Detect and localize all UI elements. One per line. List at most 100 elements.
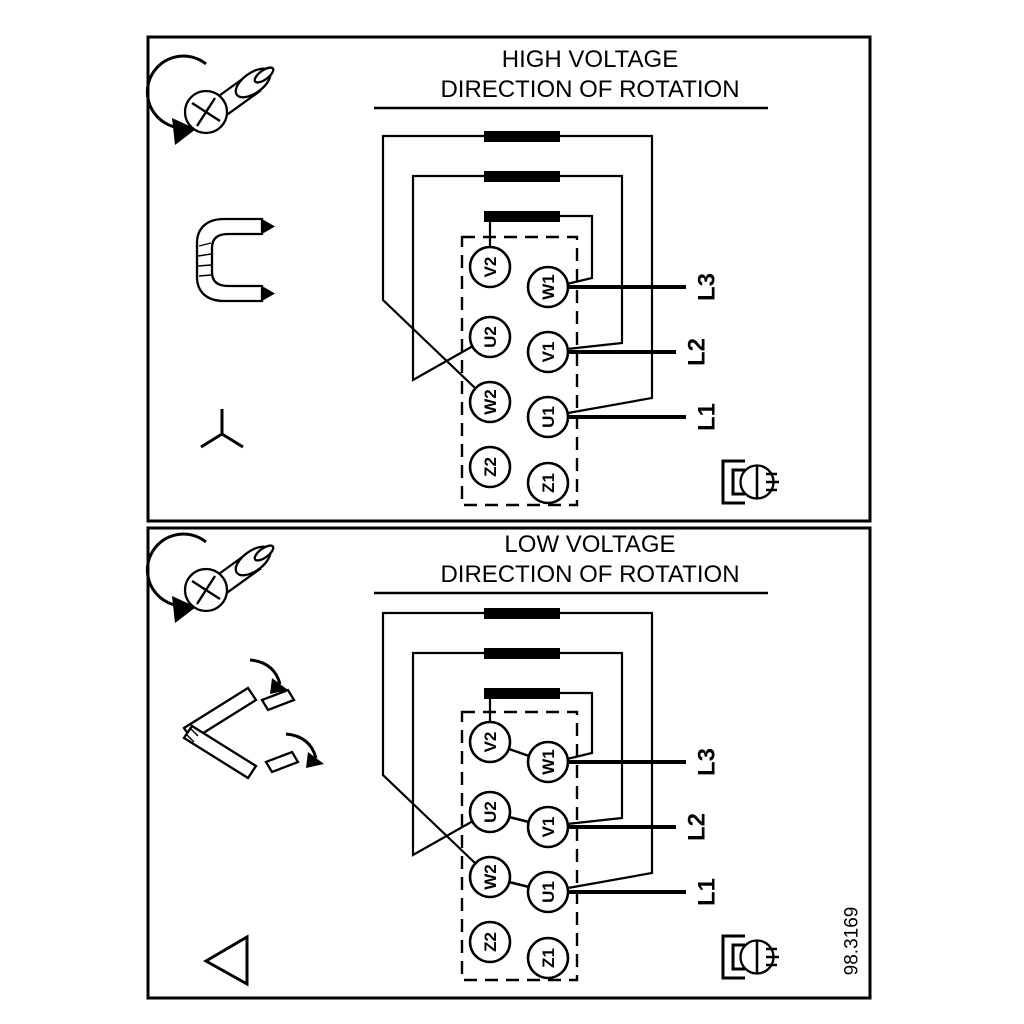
link-tip [262, 286, 275, 301]
terminal-z2-low: Z2 [468, 920, 512, 964]
terminal-u1-low: U1 [526, 870, 570, 914]
move-arrow [285, 732, 318, 759]
terminal-box [460, 235, 579, 507]
supply-line-l2-high: L2 [568, 338, 710, 366]
supply-line-l3-high: L3 [568, 273, 720, 301]
terminal-label: Z1 [539, 948, 558, 968]
wiring-high [381, 134, 654, 415]
terminal-z2-high: Z2 [468, 445, 512, 489]
link-body [195, 217, 264, 303]
jumper-bars [484, 608, 560, 699]
terminal-box [460, 710, 579, 982]
jumper-bars [484, 131, 560, 222]
move-arrow [249, 658, 282, 685]
terminal-link-icon [195, 217, 275, 303]
star-connection-icon [200, 409, 244, 449]
supply-line-label: L3 [693, 273, 720, 301]
terminal-w1-high: W1 [526, 265, 570, 309]
terminal-label: Z2 [481, 457, 500, 477]
terminal-circle [526, 395, 570, 439]
screw-rotation-icon [145, 532, 278, 625]
terminal-label: U2 [481, 326, 500, 348]
panel-title: HIGH VOLTAGE [502, 46, 678, 73]
supply-line-label: L2 [683, 338, 710, 366]
terminal-circle [468, 920, 512, 964]
move-arrowhead [270, 678, 288, 694]
panel-title: LOW VOLTAGE [504, 531, 675, 558]
supply-line-label: L2 [683, 813, 710, 841]
link-reposition-icon [182, 658, 324, 780]
terminal-label: Z1 [539, 473, 558, 493]
terminal-circle [468, 445, 512, 489]
link-arm [182, 724, 258, 780]
wire [560, 651, 624, 826]
terminal-label: V2 [481, 732, 500, 753]
terminal-circle [468, 855, 512, 899]
terminal-label: V1 [539, 817, 558, 838]
wire [560, 691, 594, 761]
pair-link-wire [508, 880, 530, 889]
panel-high-voltage: HIGH VOLTAGE DIRECTION OF ROTATION [145, 35, 872, 523]
supply-line-l1-high: L1 [568, 403, 720, 431]
wire [381, 611, 484, 864]
terminal-label: W2 [481, 864, 500, 890]
terminal-label: W2 [481, 389, 500, 415]
terminal-circle [468, 315, 512, 359]
supply-terminal-icon [721, 459, 781, 505]
terminal-circle [468, 790, 512, 834]
screw-rotation-icon [145, 54, 278, 147]
link-tab [264, 750, 300, 774]
terminal-circle [526, 330, 570, 374]
supply-terminal-icon [721, 934, 781, 980]
pair-link-wire [508, 747, 530, 758]
terminal-v1-high: V1 [526, 330, 570, 374]
wire [411, 174, 484, 382]
terminal-circle [526, 805, 570, 849]
terminal-u2-high: U2 [468, 315, 512, 359]
wire [560, 134, 654, 415]
terminal-v2-high: V2 [468, 245, 512, 289]
supply-line-l1-low: L1 [568, 878, 720, 906]
delta-connection-icon [202, 934, 249, 987]
terminal-label: V2 [481, 257, 500, 278]
terminal-label: U2 [481, 801, 500, 823]
terminal-label: U1 [539, 881, 558, 903]
move-arrowhead [306, 752, 324, 768]
pair-link-wire [508, 815, 530, 824]
supply-line-l3-low: L3 [568, 748, 720, 776]
terminal-u2-low: U2 [468, 790, 512, 834]
terminal-circle [526, 936, 570, 980]
wire [411, 651, 484, 857]
drawing-number: 98.3169 [842, 907, 863, 976]
terminal-label: V1 [539, 342, 558, 363]
jumper-bar [484, 211, 560, 222]
terminal-circle [468, 245, 512, 289]
panel-subtitle: DIRECTION OF ROTATION [440, 561, 739, 588]
terminal-label: Z2 [481, 932, 500, 952]
terminal-circle [526, 461, 570, 505]
link-tip [262, 219, 275, 234]
supply-line-label: L1 [693, 403, 720, 431]
link-tab [260, 688, 296, 712]
supply-line-label: L3 [693, 748, 720, 776]
jumper-bar [484, 131, 560, 142]
terminal-u1-high: U1 [526, 395, 570, 439]
jumper-bar [484, 608, 560, 619]
panel-subtitle: DIRECTION OF ROTATION [440, 76, 739, 103]
supply-line-label: L1 [693, 878, 720, 906]
terminal-z1-high: Z1 [526, 461, 570, 505]
terminal-circle [526, 265, 570, 309]
wire [381, 134, 484, 389]
terminal-label: W1 [539, 274, 558, 300]
panel-border [146, 526, 872, 1000]
terminal-circle [526, 870, 570, 914]
jumper-bar [484, 648, 560, 659]
jumper-bar [484, 171, 560, 182]
panel-low-voltage: LOW VOLTAGE DIRECTION OF ROTATION [145, 526, 872, 1000]
supply-line-l2-low: L2 [568, 813, 710, 841]
wiring-low [381, 611, 654, 890]
wire [560, 214, 594, 286]
terminal-v1-low: V1 [526, 805, 570, 849]
